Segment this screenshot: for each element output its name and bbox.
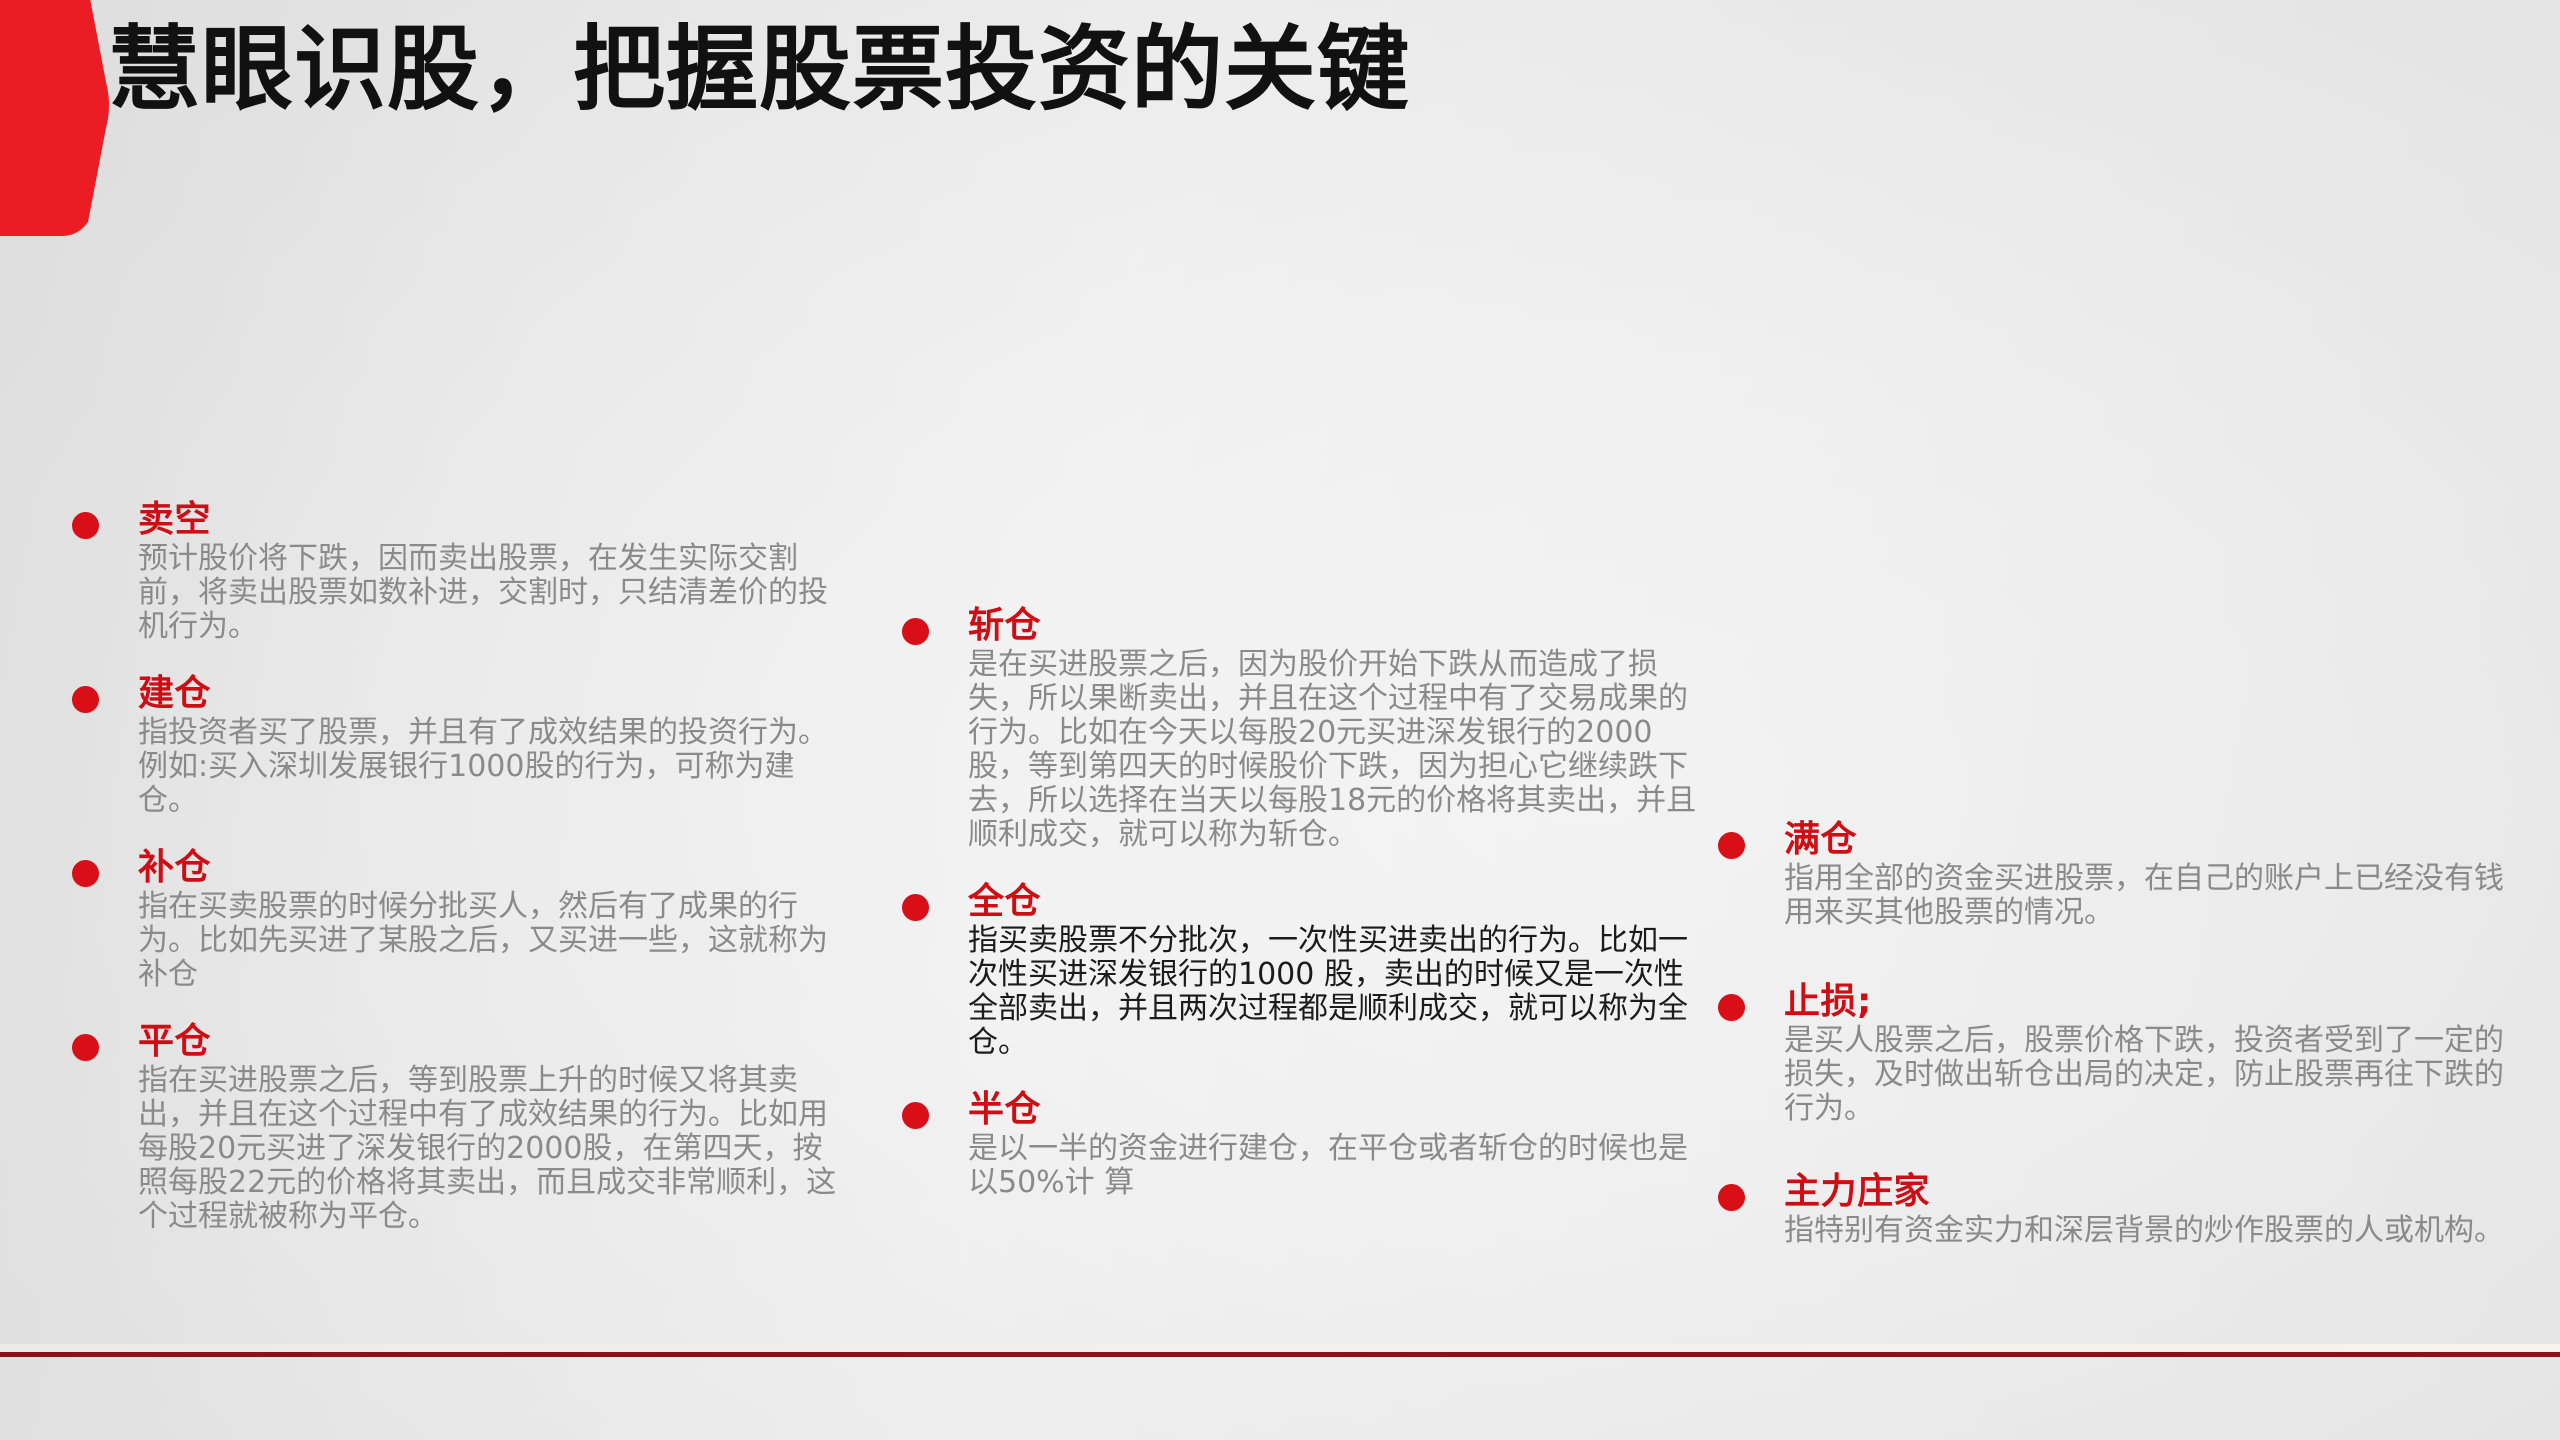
bullet-dot-icon bbox=[902, 1102, 929, 1129]
list-item-body: 指在买进股票之后，等到股票上升的时候又将其卖出，并且在这个过程中有了成效结果的行… bbox=[138, 1063, 837, 1234]
bottom-rule bbox=[0, 1352, 2560, 1357]
list-item-body: 指投资者买了股票，并且有了成效结果的投资行为。例如:买入深圳发展银行1000股的… bbox=[138, 715, 828, 818]
list-item[interactable]: 止损; 是买人股票之后，股票价格下跌，投资者受到了一定的损失，及时做出斩仓出局的… bbox=[1718, 980, 2528, 1126]
bullet-dot-icon bbox=[902, 618, 929, 645]
list-item-body: 指用全部的资金买进股票，在自己的账户上已经没有钱用来买其他股票的情况。 bbox=[1784, 861, 2504, 930]
list-item-heading: 平仓 bbox=[138, 1021, 212, 1062]
bullet-dot-icon bbox=[72, 860, 99, 887]
list-item[interactable]: 补仓 指在买卖股票的时候分批买人，然后有了成果的行为。比如先买进了某股之后，又买… bbox=[72, 846, 872, 992]
list-item-body: 是买人股票之后，股票价格下跌，投资者受到了一定的损失，及时做出斩仓出局的决定，防… bbox=[1784, 1023, 2504, 1126]
list-item-heading: 半仓 bbox=[968, 1089, 1042, 1130]
list-item-heading: 卖空 bbox=[138, 499, 212, 540]
list-item-body: 指在买卖股票的时候分批买人，然后有了成果的行为。比如先买进了某股之后，又买进一些… bbox=[138, 889, 828, 992]
page-title: 慧眼识股，把握股票投资的关键 bbox=[108, 16, 1411, 123]
bullet-dot-icon bbox=[1718, 832, 1745, 859]
list-item-heading: 斩仓 bbox=[968, 605, 1042, 646]
bullet-dot-icon bbox=[902, 894, 929, 921]
content-column-1: 卖空 预计股价将下跌，因而卖出股票，在发生实际交割前，将卖出股票如数补进，交割时… bbox=[72, 498, 872, 1262]
list-item-heading: 建仓 bbox=[138, 673, 212, 714]
list-item[interactable]: 卖空 预计股价将下跌，因而卖出股票，在发生实际交割前，将卖出股票如数补进，交割时… bbox=[72, 498, 872, 644]
list-item-heading: 主力庄家 bbox=[1784, 1171, 1931, 1212]
list-item-heading: 满仓 bbox=[1784, 819, 1858, 860]
list-item[interactable]: 主力庄家 指特别有资金实力和深层背景的炒作股票的人或机构。 bbox=[1718, 1170, 2528, 1248]
list-item[interactable]: 斩仓 是在买进股票之后，因为股价开始下跌从而造成了损失，所以果断卖出，并且在这个… bbox=[902, 604, 1702, 852]
red-pentagon-arrow-icon bbox=[0, 0, 112, 236]
list-item[interactable]: 全仓 指买卖股票不分批次，一次性买进卖出的行为。比如一次性买进深发银行的1000… bbox=[902, 880, 1702, 1060]
bullet-dot-icon bbox=[72, 686, 99, 713]
bullet-dot-icon bbox=[72, 512, 99, 539]
list-item-body: 是以一半的资金进行建仓，在平仓或者斩仓的时候也是以50%计 算 bbox=[968, 1131, 1688, 1200]
list-item-heading: 止损; bbox=[1784, 981, 1872, 1022]
bottom-rule-highlight bbox=[0, 1344, 2560, 1352]
list-item-body: 是在买进股票之后，因为股价开始下跌从而造成了损失，所以果断卖出，并且在这个过程中… bbox=[968, 647, 1697, 852]
list-item-heading: 补仓 bbox=[138, 847, 212, 888]
list-item[interactable]: 平仓 指在买进股票之后，等到股票上升的时候又将其卖出，并且在这个过程中有了成效结… bbox=[72, 1020, 872, 1234]
bullet-dot-icon bbox=[1718, 994, 1745, 1021]
list-item[interactable]: 满仓 指用全部的资金买进股票，在自己的账户上已经没有钱用来买其他股票的情况。 bbox=[1718, 818, 2528, 930]
bullet-dot-icon bbox=[72, 1034, 99, 1061]
content-column-3: 满仓 指用全部的资金买进股票，在自己的账户上已经没有钱用来买其他股票的情况。 止… bbox=[1718, 818, 2528, 1276]
bullet-dot-icon bbox=[1718, 1184, 1745, 1211]
list-item[interactable]: 半仓 是以一半的资金进行建仓，在平仓或者斩仓的时候也是以50%计 算 bbox=[902, 1088, 1702, 1200]
list-item-body: 预计股价将下跌，因而卖出股票，在发生实际交割前，将卖出股票如数补进，交割时，只结… bbox=[138, 541, 828, 644]
list-item-heading: 全仓 bbox=[968, 881, 1042, 922]
list-item-body: 指买卖股票不分批次，一次性买进卖出的行为。比如一次性买进深发银行的1000 股，… bbox=[968, 923, 1688, 1060]
content-column-2: 斩仓 是在买进股票之后，因为股价开始下跌从而造成了损失，所以果断卖出，并且在这个… bbox=[902, 604, 1702, 1228]
list-item-body: 指特别有资金实力和深层背景的炒作股票的人或机构。 bbox=[1784, 1213, 2504, 1248]
list-item[interactable]: 建仓 指投资者买了股票，并且有了成效结果的投资行为。例如:买入深圳发展银行100… bbox=[72, 672, 872, 818]
